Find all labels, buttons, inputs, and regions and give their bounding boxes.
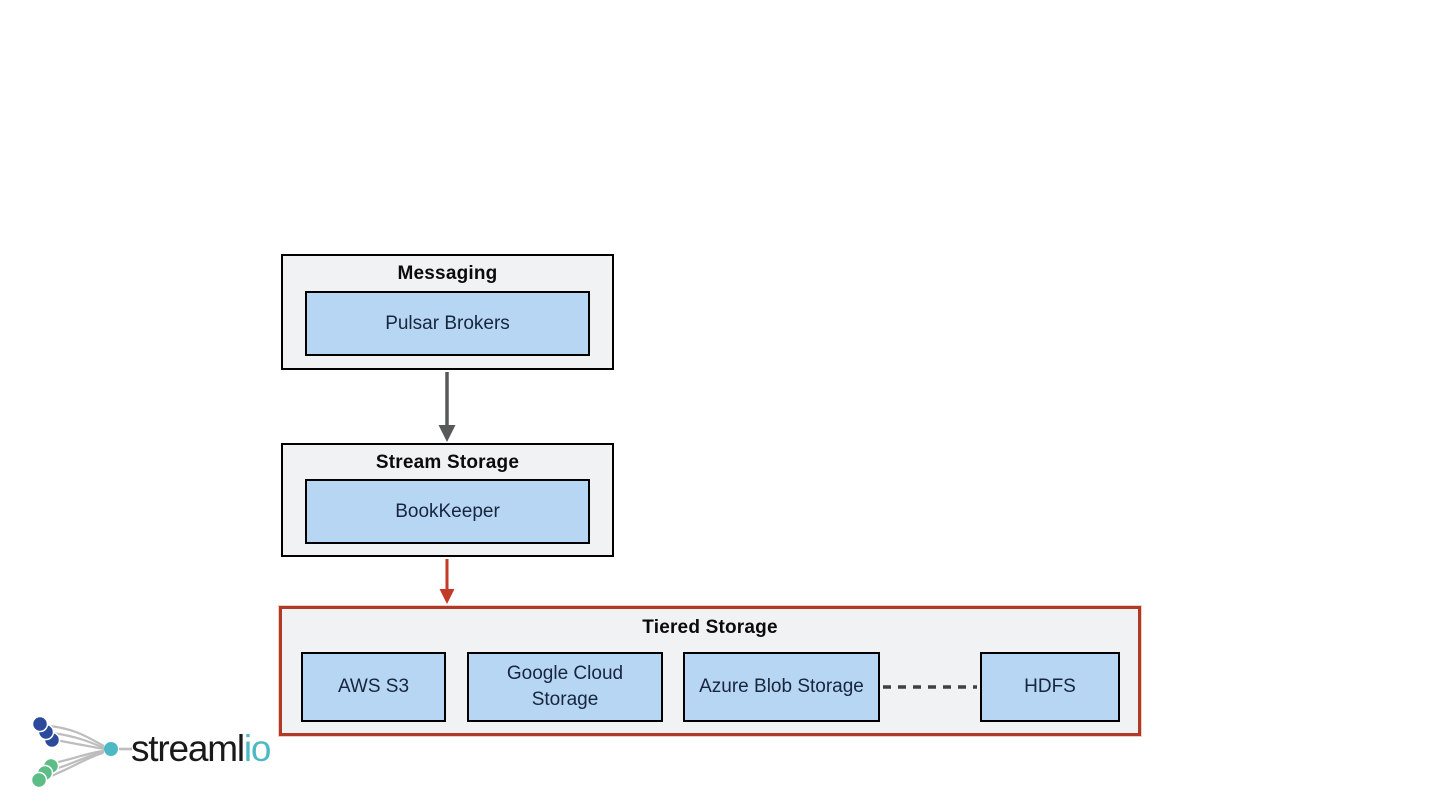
streamlio-wordmark-prefix: streaml	[131, 728, 245, 769]
node-hdfs: HDFS	[980, 652, 1120, 722]
group-tiered-storage: Tiered Storage AWS S3 Google Cloud Stora…	[279, 606, 1141, 736]
group-messaging: Messaging Pulsar Brokers	[281, 254, 614, 370]
node-pulsar-brokers: Pulsar Brokers	[305, 291, 590, 356]
logo-stream-lines	[43, 724, 132, 781]
node-hdfs-label: HDFS	[1024, 676, 1076, 698]
node-bookkeeper-label: BookKeeper	[395, 500, 500, 522]
node-bookkeeper: BookKeeper	[305, 479, 590, 544]
group-messaging-title: Messaging	[397, 263, 498, 284]
node-aws-s3: AWS S3	[301, 652, 446, 722]
group-tiered-storage-title: Tiered Storage	[642, 617, 778, 638]
group-stream-storage-title: Stream Storage	[375, 452, 520, 473]
arrow-messaging-to-stream	[438, 372, 456, 442]
logo-blue-dots	[31, 715, 61, 749]
logo-teal-dot	[104, 742, 118, 756]
node-google-cloud-storage-label: Google Cloud Storage	[506, 663, 624, 710]
group-stream-storage: Stream Storage BookKeeper	[281, 443, 614, 557]
node-azure-blob-storage: Azure Blob Storage	[683, 652, 880, 722]
node-google-cloud-storage: Google Cloud Storage	[467, 652, 663, 722]
node-azure-blob-storage-label: Azure Blob Storage	[699, 676, 864, 698]
streamlio-wordmark: streamlio	[131, 727, 272, 771]
arrow-stream-to-tiered	[439, 559, 455, 604]
streamlio-wordmark-suffix: io	[243, 728, 272, 769]
node-pulsar-brokers-label: Pulsar Brokers	[385, 312, 510, 334]
node-aws-s3-label: AWS S3	[337, 676, 410, 698]
streamlio-logo-icon	[30, 715, 132, 789]
logo-green-dots	[30, 757, 60, 789]
